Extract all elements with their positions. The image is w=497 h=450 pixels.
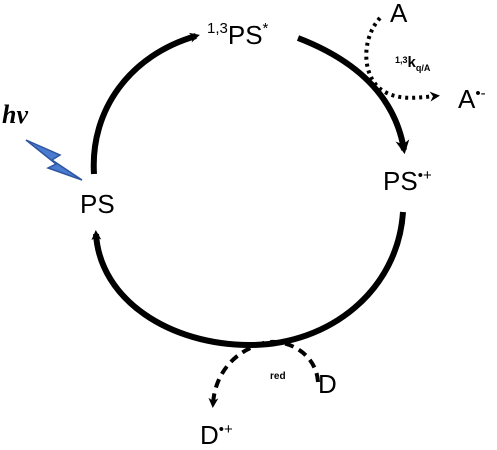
donor-oxidized-sup: •+: [219, 421, 233, 438]
ps-excited-label: 1,3PS*: [207, 20, 269, 50]
reduction-label: red: [270, 371, 286, 382]
reduction-arrow: [208, 339, 320, 408]
acceptor-reduced-label: A•-: [458, 84, 486, 114]
arc-oxidized-to-ps: [91, 211, 406, 349]
ps-excited-star: *: [263, 20, 269, 37]
donor-oxidized-label: D•+: [200, 420, 233, 450]
quench-arrow: [364, 16, 440, 102]
quench-rate-label: 1,3kq/A: [395, 54, 431, 73]
acceptor-reduced-sup: •-: [475, 85, 485, 102]
ps-oxidized-main: PS: [383, 166, 418, 196]
donor-oxidized-main: D: [200, 420, 219, 450]
light-label: hv: [2, 100, 28, 129]
donor-label: D: [318, 369, 337, 399]
ps-excited-prefix: 1,3: [207, 20, 228, 37]
ps-oxidized-sup: •+: [418, 167, 432, 184]
lightning-icon: [25, 139, 83, 181]
quench-rate-sub: q/A: [416, 63, 431, 73]
ps-oxidized-label: PS•+: [383, 166, 432, 196]
quench-rate-prefix: 1,3: [395, 55, 408, 65]
ps-excited-main: PS: [228, 20, 263, 50]
acceptor-label: A: [390, 0, 408, 28]
acceptor-reduced-main: A: [458, 84, 476, 114]
ps-ground-label: PS: [80, 189, 115, 219]
quench-rate-main: k: [408, 54, 417, 71]
arc-excited-to-oxidized: [296, 35, 410, 155]
arc-ps-to-excited: [90, 32, 200, 175]
